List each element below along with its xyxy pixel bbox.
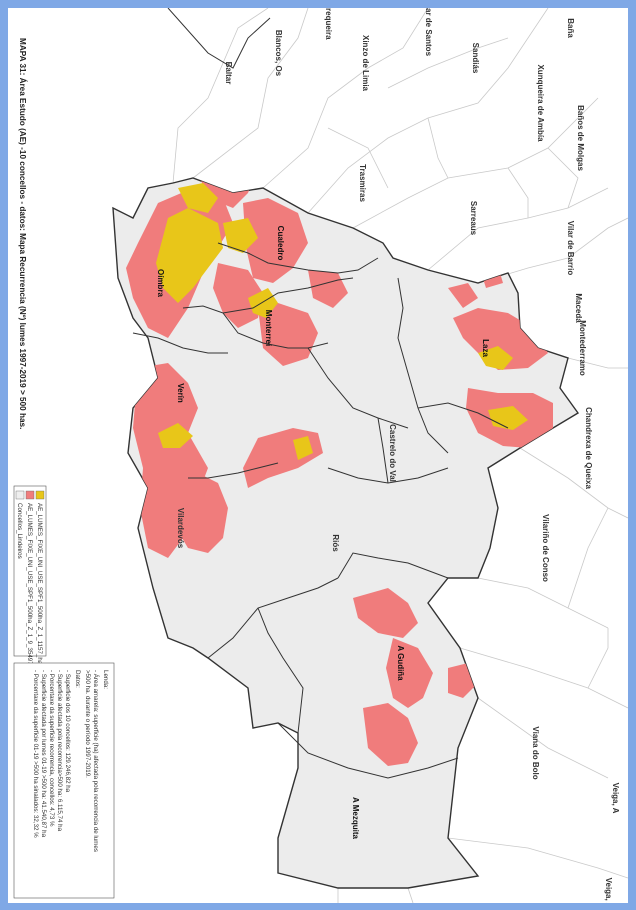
label-a-gudina: A Gudiña (396, 645, 405, 681)
map-canvas: Cualedro Oímbra Monterrei Verín Laza Cas… (13, 7, 629, 909)
legend-swatch-pink (25, 490, 35, 500)
info-line-6: - Porcentaxe da superficie recorrencia, … (48, 670, 55, 827)
label-verin: Verín (176, 383, 185, 403)
info-line-2: >500 ha. durante o período 1997-2019. (84, 670, 91, 778)
study-area (112, 177, 580, 889)
info-heading: Lenda: (102, 670, 109, 689)
label-chandrexa-de-queixa: Chandrexa de Queixa (584, 407, 593, 489)
label-sandias: Sandiás (471, 43, 480, 74)
label-baltar: Baltar (224, 62, 233, 85)
label-sarreaus: Sarreaus (469, 201, 478, 236)
label-os-blancos: Blancos, Os (274, 30, 283, 77)
legend-entry-grey: Concellos_Lindeiros (16, 503, 23, 559)
info-line-7: - Superficie afectada por lumes 01-19 >5… (40, 670, 47, 838)
info-line-8: - Porcentaxe da superficie 01-19 >500 ha… (32, 670, 39, 838)
label-cualedro: Cualedro (276, 226, 285, 261)
label-monterrei: Monterrei (264, 310, 273, 346)
label-requeira: requeira (324, 8, 333, 40)
info-line-4: - Superficie dos 10 concellos: 129.246,8… (64, 670, 71, 793)
map-title: MAPA 31: Área Estudo (AE) -10 concellos … (18, 38, 28, 429)
label-rios: Riós (331, 534, 340, 552)
legend-entry-pink: AE_LUMES_FIXE_UNI_USE_SPF1_500ha_Z_1_9_3… (26, 503, 33, 676)
info-box: Lenda: - Área amarela: superficie (ha) a… (13, 662, 115, 899)
legend-entry-yellow: AE_LUMES_FIXE_UNI_USE_SPF1_500ha_Z_1_115… (36, 503, 43, 665)
label-vilardevos: Vilardevós (176, 508, 185, 549)
label-montederramo: Montederramo (578, 320, 587, 376)
label-a-veiga-1: Veiga, A (611, 783, 620, 814)
legend-swatch-yellow (35, 490, 45, 500)
label-banos-de-molgas: Baños de Molgas (576, 105, 585, 171)
label-xunqueira-de-ambia: Xunqueira de Ambía (536, 64, 545, 142)
map-sheet: Cualedro Oímbra Monterrei Verín Laza Cas… (8, 7, 629, 909)
label-castrelo-do-val: Castrelo do Val (388, 424, 397, 482)
internal-borders (132, 242, 509, 779)
label-a-mezquita: A Mezquita (351, 797, 360, 839)
neighbour-borders (172, 7, 629, 904)
label-vilarino-de-conso: Vilariño de Conso (541, 514, 550, 582)
legend-swatch-grey (15, 490, 25, 500)
label-viana-do-bolo: Viana do Bolo (531, 726, 540, 779)
info-line-1: - Área amarela: superficie (ha) afectada… (92, 670, 99, 852)
label-xinzo-de-limia: Xinzo de Limia (361, 35, 370, 92)
legend-box: AE_LUMES_FIXE_UNI_USE_SPF1_500ha_Z_1_115… (13, 485, 47, 676)
info-line-5: - Superficie afectada pola recorrencia>5… (56, 670, 63, 832)
recurrence-areas-yellow (156, 183, 528, 460)
label-maceda: Maceda (574, 293, 583, 323)
info-line-3: Datos: (74, 670, 81, 688)
label-laza: Laza (481, 339, 490, 357)
label-a-veiga-2: Veiga, A (604, 878, 613, 903)
label-vilar-de-barrio: Vilar de Barrio (566, 221, 575, 276)
label-trasmiras: Trasmiras (358, 164, 367, 202)
label-ar-de-santos: ar de Santos (424, 8, 433, 57)
river-line (167, 7, 271, 69)
label-oimbra: Oímbra (156, 269, 165, 298)
label-bana: Baña (566, 18, 575, 38)
